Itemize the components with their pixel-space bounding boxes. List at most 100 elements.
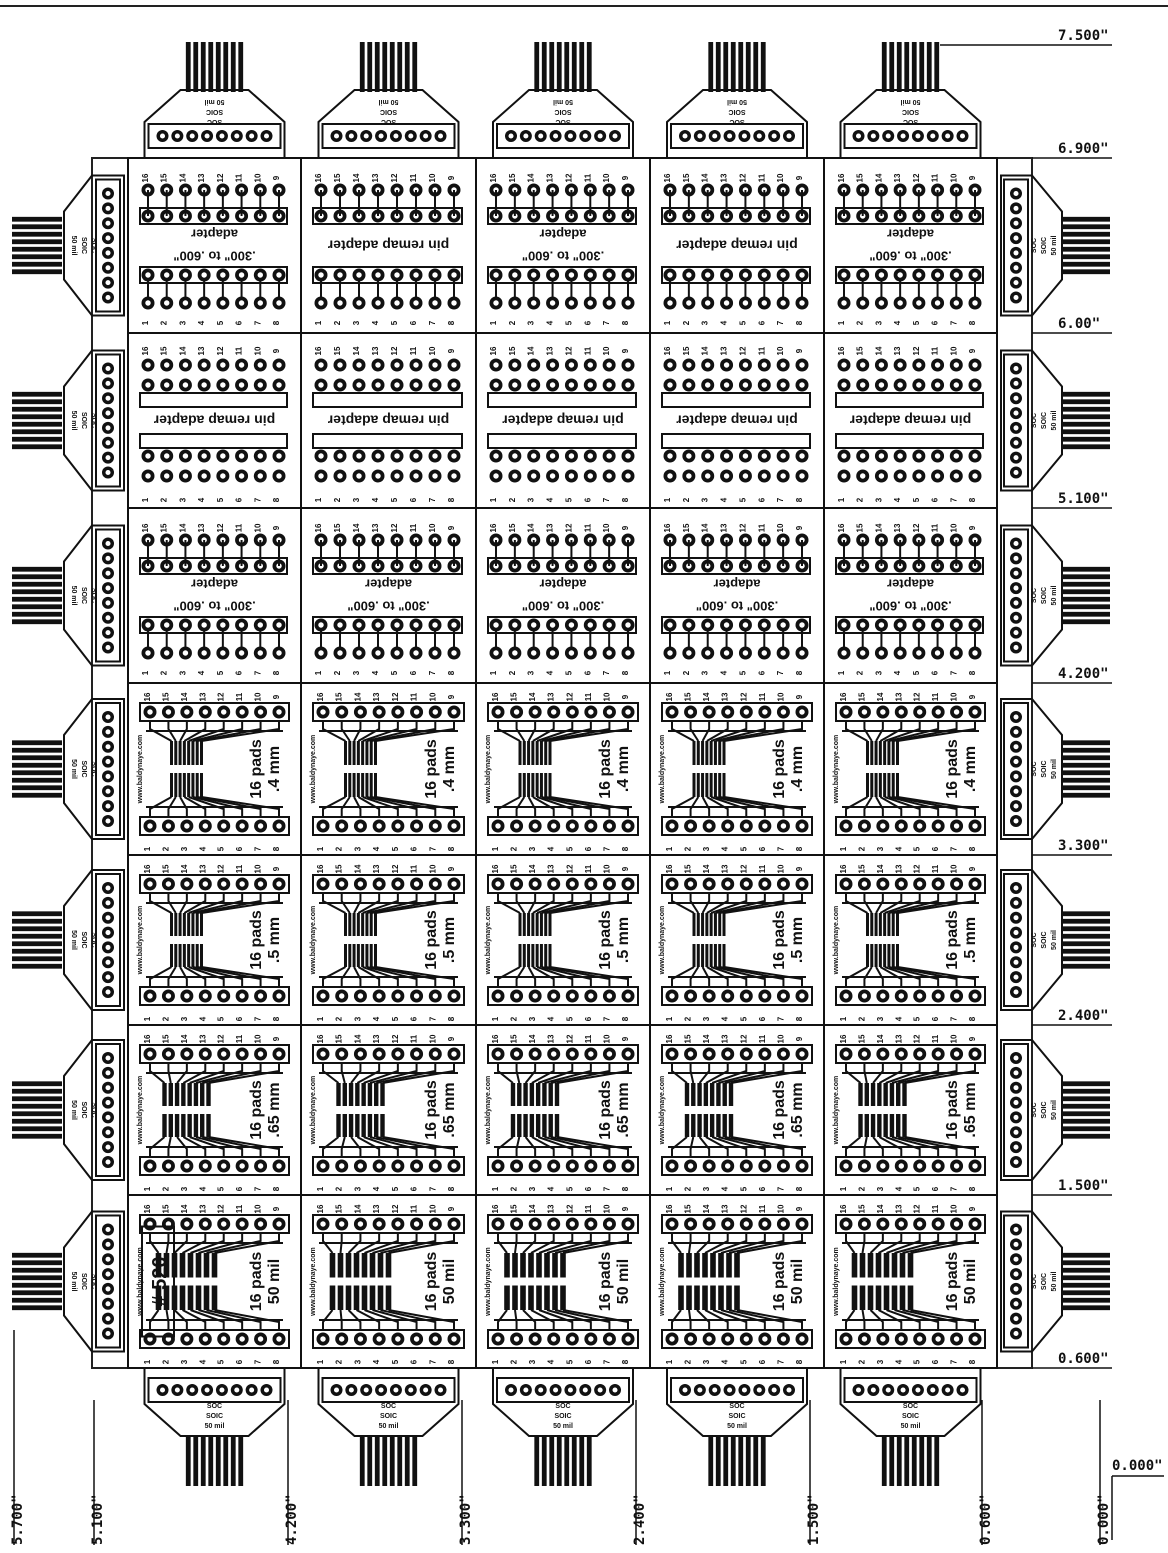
trace xyxy=(522,1233,537,1254)
trace xyxy=(356,1136,381,1157)
smd-pad xyxy=(548,773,552,797)
pad-hole xyxy=(667,650,673,656)
trace xyxy=(904,1063,976,1084)
pin-number: 16 xyxy=(143,692,152,701)
pad-hole xyxy=(532,1221,538,1227)
pin-number: 3 xyxy=(702,1186,711,1191)
pad-hole xyxy=(318,453,324,459)
pad-hole xyxy=(724,1163,731,1169)
tab-header xyxy=(95,178,121,313)
pin-number: 3 xyxy=(528,1359,537,1364)
edge-finger xyxy=(374,42,380,92)
pad-hole xyxy=(220,993,227,999)
pad-hole xyxy=(320,709,326,715)
pad-hole xyxy=(588,1336,594,1342)
pad-hole xyxy=(220,453,226,459)
pin-number: 16 xyxy=(314,523,323,532)
trace xyxy=(179,966,188,987)
pad-hole xyxy=(870,133,876,139)
pad-hole xyxy=(885,1387,891,1393)
pad-hole xyxy=(761,300,768,306)
pad-hole xyxy=(395,1051,401,1057)
pitch-label: .4 mm xyxy=(615,746,632,792)
pad-hole xyxy=(147,1163,153,1169)
tab-label: 50 mil xyxy=(70,930,77,950)
pad-hole xyxy=(376,1163,382,1169)
pad-row-top-inner xyxy=(314,559,461,573)
trace xyxy=(206,1309,262,1330)
pin-number: 9 xyxy=(795,348,804,353)
pad-hole xyxy=(523,133,529,139)
pad-hole xyxy=(338,709,345,715)
pad-hole xyxy=(724,993,731,999)
pin-number: 6 xyxy=(235,846,244,851)
pad-hole xyxy=(916,382,922,388)
pad-hole xyxy=(105,1129,111,1135)
trace xyxy=(322,796,346,817)
pin-number: 13 xyxy=(197,346,206,355)
pad-hole xyxy=(761,622,768,628)
pad-hole xyxy=(276,709,282,715)
pad-hole xyxy=(625,300,631,306)
pad-hole xyxy=(220,473,226,479)
tab-label: SOIC xyxy=(80,760,87,777)
pin-number: 13 xyxy=(546,523,555,532)
smd-pad xyxy=(686,1253,692,1278)
footprint-outline xyxy=(146,730,283,808)
smd-pad xyxy=(709,913,713,936)
smd-pad xyxy=(385,1285,392,1310)
pads-label: 16 pads xyxy=(944,910,961,970)
smd-pad xyxy=(174,913,178,936)
dimension-annotations: 7.500" 6.900" 6.00" 5.100" 4.200" 3.300"… xyxy=(10,28,1164,1545)
pin-number: 7 xyxy=(428,1359,437,1364)
trace xyxy=(715,893,766,914)
tab-label: SOIC xyxy=(80,1273,87,1290)
tab-label: SOIC xyxy=(206,1413,223,1420)
trace xyxy=(366,796,418,817)
remap-label: pin remap adapter xyxy=(849,413,971,429)
edge-finger xyxy=(12,231,62,237)
smd-pad xyxy=(380,1083,385,1106)
socket-outline xyxy=(835,1329,986,1349)
pin-number: 10 xyxy=(428,692,437,701)
pad-hole xyxy=(1013,915,1019,921)
pad-hole xyxy=(762,993,768,999)
edge-finger xyxy=(1062,216,1110,222)
pin-number: 3 xyxy=(352,670,361,675)
pad-hole xyxy=(530,453,537,459)
pad-hole xyxy=(861,1221,868,1227)
pad-hole xyxy=(780,881,787,887)
trace xyxy=(531,1136,555,1157)
pad-hole xyxy=(105,1271,111,1277)
pad-hole xyxy=(567,133,573,139)
smd-pad xyxy=(522,944,526,967)
edge-finger xyxy=(564,1436,570,1486)
pad-hole xyxy=(105,644,111,651)
tab-label: 50 mil xyxy=(727,1423,747,1430)
footprint-outline xyxy=(319,1072,458,1148)
pad-hole xyxy=(105,885,111,891)
socket-outline xyxy=(312,874,465,894)
pad-row-bottom xyxy=(491,1159,635,1173)
pad-hole xyxy=(1013,365,1019,372)
pad-hole xyxy=(165,881,172,887)
edge-finger xyxy=(12,414,62,420)
pad-row-bottom xyxy=(491,989,635,1003)
pad-hole xyxy=(338,1163,345,1169)
pad-hole xyxy=(105,818,111,824)
pin-number: 11 xyxy=(409,523,418,532)
trace xyxy=(544,1136,592,1157)
pin-number: 13 xyxy=(720,173,729,182)
trace xyxy=(382,1136,455,1157)
pad-hole xyxy=(625,1051,631,1057)
pad-hole xyxy=(704,453,711,459)
trace xyxy=(863,796,873,817)
pad-row-bottom-inner xyxy=(837,268,982,282)
pad-hole xyxy=(165,823,172,829)
edge-finger xyxy=(715,42,721,92)
pad-row-bottom-2 xyxy=(489,449,635,463)
trace xyxy=(878,1309,903,1330)
pin-number: 4 xyxy=(546,497,555,502)
edge-finger xyxy=(12,391,62,397)
